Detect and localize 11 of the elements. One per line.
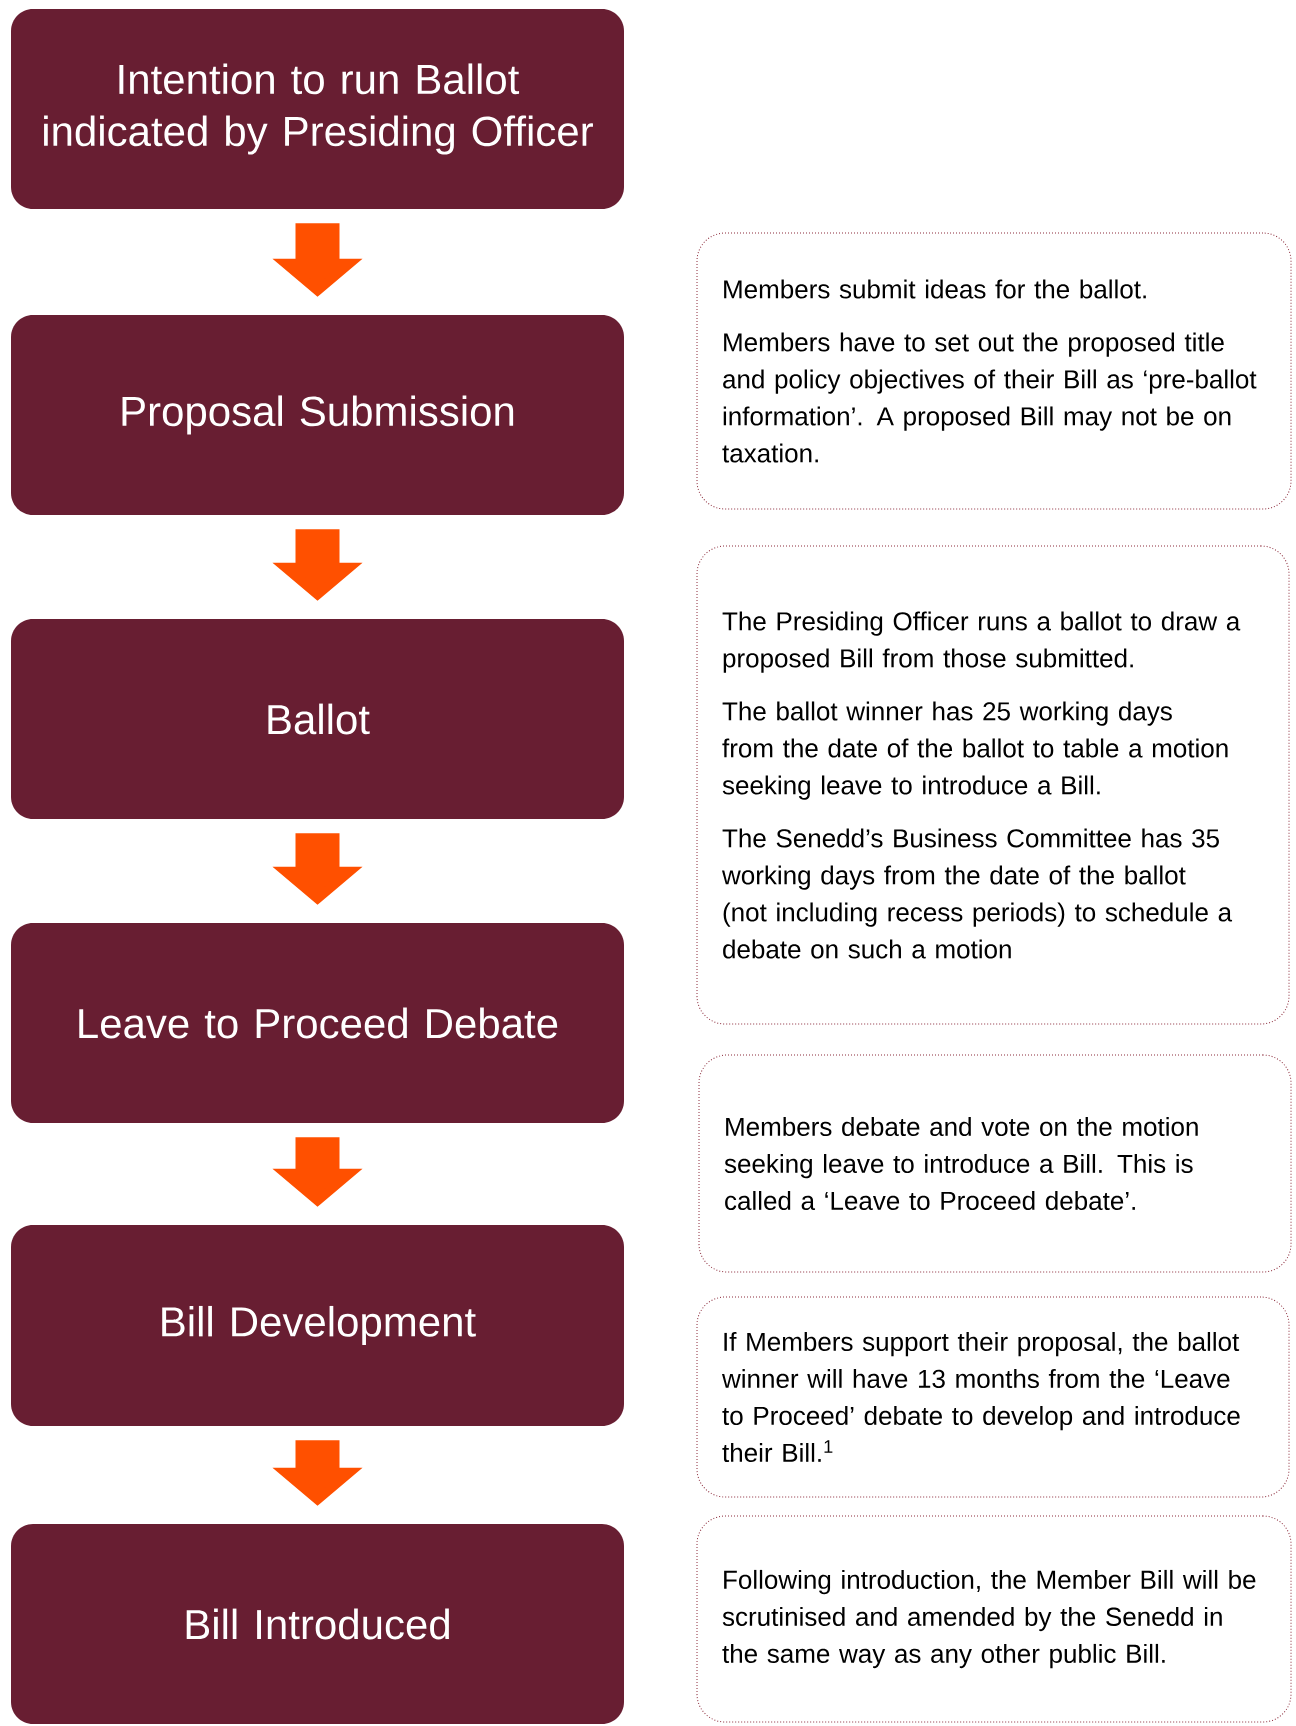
step-box: Intention to run Ballot indicated by Presiding Officer (11, 9, 624, 209)
note-box: Following introduction, the Member Bill will be scrutinised and amended by the Senedd in the same way as any other public Bill. (696, 1515, 1292, 1723)
step-box: Bill Development (11, 1225, 624, 1426)
note-box: The Presiding Officer runs a ballot to draw a proposed Bill from those submitted. The ballot winner has 25 working days from the date of the ballot to table a motion seeking leave to introduce a Bill. The Senedd’s Business Committee has 35 working days from the date of the ballot (not including recess periods) to schedule a debate on such a motion (696, 545, 1290, 1025)
step-box: Bill Introduced (11, 1524, 624, 1724)
step-box: Leave to Proceed Debate (11, 923, 624, 1123)
note-box: Members debate and vote on the motion seeking leave to introduce a Bill. This is called a ‘Leave to Proceed debate’. (698, 1054, 1292, 1273)
note-box: If Members support their proposal, the ballot winner will have 13 months from the ‘Leave to Proceed’ debate to develop and introduce their Bill.$^{1}$ (696, 1296, 1290, 1498)
note-box: Members submit ideas for the ballot. Members have to set out the proposed title and policy objectives of their Bill as ‘pre-ballot information’. A proposed Bill may not be on taxation. (696, 232, 1292, 510)
step-box: Proposal Submission (11, 315, 624, 515)
step-box: Ballot (11, 619, 624, 819)
